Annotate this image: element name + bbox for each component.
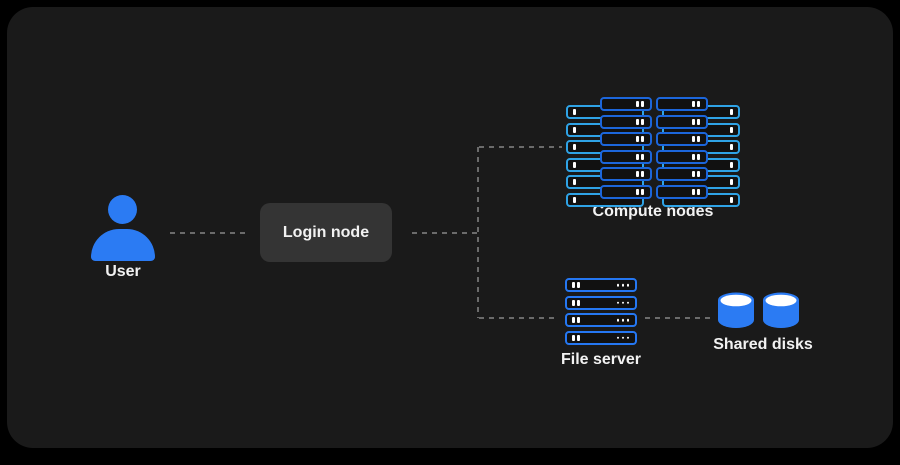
- server-bar-mark: [730, 126, 733, 133]
- compute-server: [600, 149, 652, 164]
- file-server-unit: [565, 278, 637, 292]
- server-dots-mark: [616, 336, 629, 340]
- server-bar-mark: [572, 317, 575, 324]
- server-bar-mark: [697, 118, 700, 125]
- server-bar-mark: [692, 171, 695, 178]
- compute-server: [600, 167, 652, 182]
- server-bar-mark: [641, 153, 644, 160]
- server-bar-mark: [636, 136, 639, 143]
- server-bar-mark: [697, 101, 700, 107]
- server-bar-mark: [730, 109, 733, 115]
- user-icon: [108, 195, 137, 224]
- shared-disks-icon: [716, 291, 808, 331]
- server-bar-mark: [692, 136, 695, 143]
- file-server-label: File server: [560, 351, 642, 368]
- disk-icon: [763, 292, 799, 328]
- server-bar-mark: [641, 101, 644, 107]
- server-bar-mark: [730, 179, 733, 186]
- compute-server: [600, 132, 652, 147]
- compute-server: [656, 114, 708, 129]
- server-bar-mark: [692, 189, 695, 195]
- server-bar-mark: [697, 136, 700, 143]
- file-server-unit: [565, 295, 637, 310]
- server-bar-mark: [572, 334, 575, 341]
- server-bar-mark: [692, 153, 695, 160]
- login-node-box: Login node: [260, 203, 392, 262]
- server-bar-mark: [641, 189, 644, 195]
- shared-disks-label: Shared disks: [713, 336, 813, 353]
- server-bar-mark: [573, 179, 576, 186]
- user-icon-body: [91, 229, 155, 261]
- file-server-unit: [565, 313, 637, 328]
- server-bar-mark: [697, 171, 700, 178]
- diagram-panel: [7, 7, 893, 448]
- compute-server: [656, 97, 708, 111]
- server-bar-mark: [692, 118, 695, 125]
- server-bar-mark: [577, 282, 580, 288]
- compute-server: [656, 185, 708, 199]
- server-dots-mark: [616, 318, 629, 322]
- compute-server: [600, 97, 652, 111]
- server-bar-mark: [636, 189, 639, 195]
- server-dots-mark: [616, 301, 629, 304]
- server-bar-mark: [636, 171, 639, 178]
- disk-icon: [718, 292, 754, 328]
- login-node-label: Login node: [282, 223, 370, 241]
- server-bar-mark: [577, 317, 580, 324]
- server-bar-mark: [730, 197, 733, 203]
- file-server-unit: [565, 330, 637, 345]
- server-bar-mark: [573, 109, 576, 115]
- server-bar-mark: [641, 136, 644, 143]
- server-bar-mark: [573, 126, 576, 133]
- compute-nodes-icon: [566, 97, 740, 209]
- user-label: User: [105, 263, 141, 280]
- server-bar-mark: [577, 299, 580, 306]
- server-bar-mark: [636, 101, 639, 107]
- server-bar-mark: [573, 161, 576, 168]
- server-bar-mark: [573, 197, 576, 203]
- server-bar-mark: [697, 153, 700, 160]
- server-bar-mark: [730, 144, 733, 151]
- compute-server: [656, 167, 708, 182]
- server-bar-mark: [641, 171, 644, 178]
- compute-server: [656, 149, 708, 164]
- server-bar-mark: [692, 101, 695, 107]
- server-bar-mark: [730, 161, 733, 168]
- server-bar-mark: [577, 334, 580, 341]
- server-bar-mark: [697, 189, 700, 195]
- server-bar-mark: [641, 118, 644, 125]
- server-dots-mark: [616, 283, 629, 287]
- server-bar-mark: [572, 299, 575, 306]
- server-bar-mark: [636, 118, 639, 125]
- compute-server: [600, 114, 652, 129]
- server-bar-mark: [636, 153, 639, 160]
- server-bar-mark: [572, 282, 575, 288]
- server-bar-mark: [573, 144, 576, 151]
- compute-server: [656, 132, 708, 147]
- compute-nodes-label: Compute nodes: [592, 203, 714, 220]
- compute-server: [600, 185, 652, 199]
- file-server-icon: [565, 278, 637, 346]
